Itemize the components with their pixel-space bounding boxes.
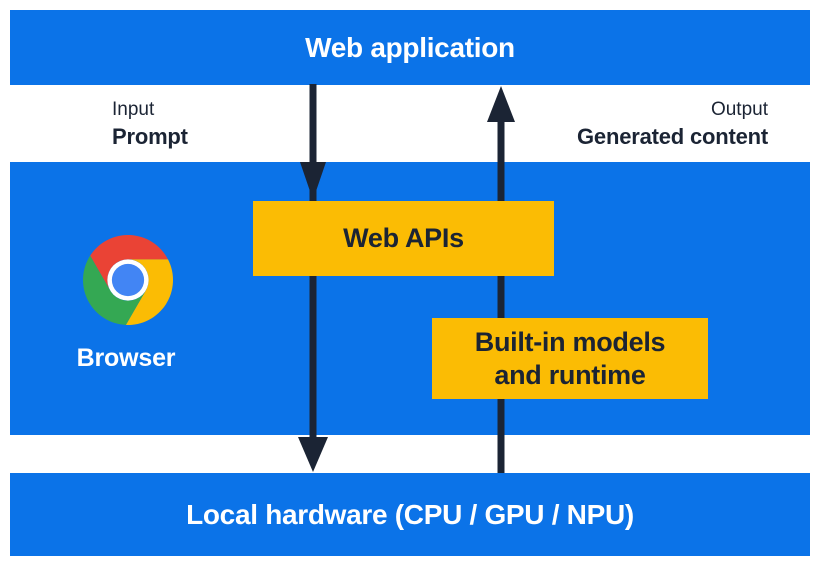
web-apis-box: Web APIs [253,201,554,276]
builtin-models-label-line2: and runtime [494,359,646,390]
output-label-block: Output Generated content [577,99,768,149]
web-apis-label: Web APIs [343,223,464,254]
builtin-models-box: Built-in models and runtime [432,318,708,399]
output-value-generated-content: Generated content [577,123,768,149]
input-value-prompt: Prompt [112,123,188,149]
input-label-block: Input Prompt [112,99,188,149]
input-title: Input [112,99,155,120]
output-title: Output [710,99,768,120]
local-hardware-bar: Local hardware (CPU / GPU / NPU) [10,473,810,556]
chrome-browser-icon [83,235,173,325]
local-hardware-label: Local hardware (CPU / GPU / NPU) [186,498,634,530]
browser-label: Browser [76,344,176,372]
web-application-bar: Web application [10,10,810,85]
builtin-models-label-line1: Built-in models [474,327,666,358]
web-application-label: Web application [305,31,515,63]
